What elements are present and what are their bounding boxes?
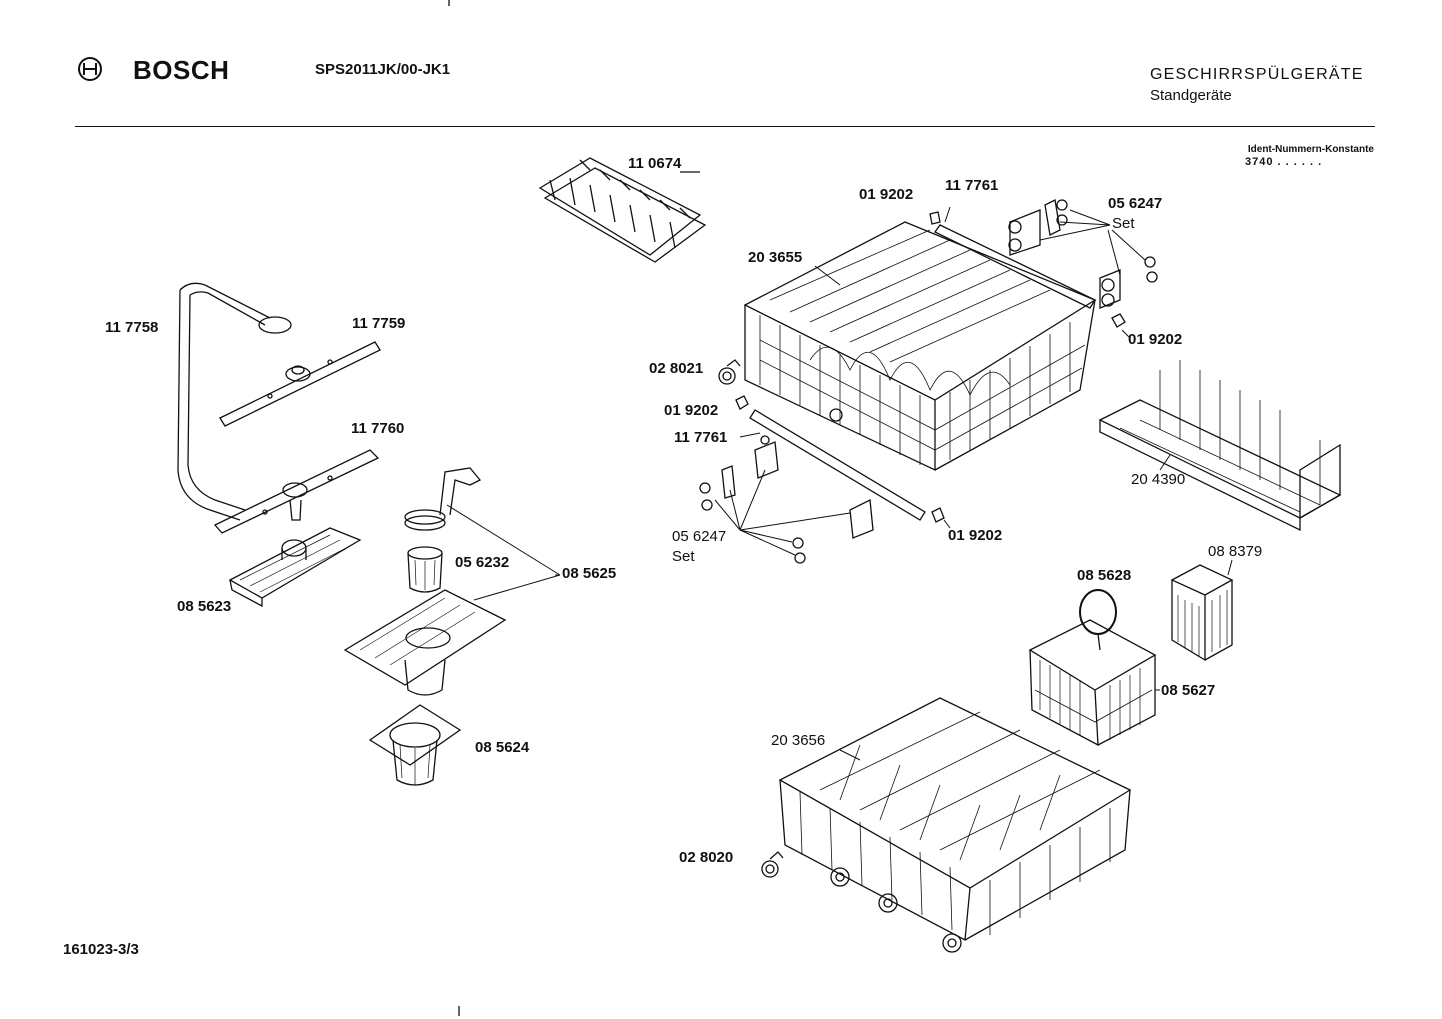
part-label-set-b: Set bbox=[672, 548, 695, 565]
part-label-028020: 02 8020 bbox=[679, 849, 734, 866]
part-label-117759: 11 7759 bbox=[352, 315, 406, 332]
ident-value: 3740 . . . . . . bbox=[1245, 156, 1323, 168]
category-subtitle: Standgeräte bbox=[1150, 87, 1232, 104]
model-number: SPS2011JK/00-JK1 bbox=[315, 61, 451, 78]
basket-rail-drawing-bottom bbox=[749, 409, 926, 521]
part-label-088379: 08 8379 bbox=[1208, 543, 1263, 560]
part-label-204390: 20 4390 bbox=[1131, 471, 1186, 488]
part-label-set-a: Set bbox=[1112, 215, 1135, 232]
basket-rail-drawing-top bbox=[929, 206, 1096, 309]
roller-drawing-top bbox=[718, 359, 741, 385]
roller-drawing-bottom bbox=[761, 851, 784, 878]
part-label-019202-b: 01 9202 bbox=[1128, 331, 1183, 348]
part-label-085624: 08 5624 bbox=[475, 739, 530, 756]
part-label-056232: 05 6232 bbox=[455, 554, 510, 571]
small-cutlery-basket-drawing bbox=[1170, 559, 1234, 662]
cutlery-basket-drawing bbox=[1028, 589, 1160, 747]
upper-spray-arm-drawing bbox=[219, 341, 381, 427]
cup-shelf-drawing bbox=[538, 157, 707, 263]
part-label-028021: 02 8021 bbox=[649, 360, 704, 377]
part-label-056247-b: 05 6247 bbox=[672, 528, 727, 545]
roller-set-drawing-bottom bbox=[699, 435, 874, 564]
bosch-armature-icon bbox=[78, 57, 102, 81]
part-label-117758: 11 7758 bbox=[105, 319, 159, 336]
plate-rack-drawing bbox=[1098, 360, 1342, 532]
category-title: GESCHIRRSPÜLGERÄTE bbox=[1150, 66, 1364, 83]
part-label-110674: 11 0674 bbox=[628, 155, 682, 172]
brand-name: BOSCH bbox=[133, 55, 230, 85]
spray-arm-base-drawing bbox=[228, 527, 362, 608]
fine-filter-drawing bbox=[368, 704, 462, 786]
clip-drawings bbox=[735, 313, 1126, 523]
part-label-085627: 08 5627 bbox=[1161, 682, 1216, 699]
part-label-117761-a: 11 7761 bbox=[945, 177, 999, 194]
part-label-117760: 11 7760 bbox=[351, 420, 405, 437]
spray-pipe-drawing bbox=[177, 282, 292, 521]
part-label-019202-a: 01 9202 bbox=[859, 186, 914, 203]
part-label-019202-d: 01 9202 bbox=[948, 527, 1003, 544]
lower-spray-arm-drawing bbox=[213, 449, 380, 534]
ident-label: Ident-Nummern-Konstante bbox=[1247, 144, 1374, 155]
part-label-019202-c: 01 9202 bbox=[664, 402, 719, 419]
part-label-117761-b: 11 7761 bbox=[674, 429, 728, 446]
part-label-203655: 20 3655 bbox=[748, 249, 803, 266]
lower-basket-drawing bbox=[778, 697, 1132, 953]
roller-set-drawing-top bbox=[1008, 199, 1158, 309]
filter-assembly-drawing bbox=[343, 467, 507, 696]
part-label-085625: 08 5625 bbox=[562, 565, 617, 582]
part-label-056247-a: 05 6247 bbox=[1108, 195, 1163, 212]
part-label-085628: 08 5628 bbox=[1077, 567, 1132, 584]
sheet-number: 161023-3/3 bbox=[63, 941, 139, 958]
header-divider bbox=[75, 126, 1375, 127]
part-label-085623: 08 5623 bbox=[177, 598, 232, 615]
part-label-203656: 20 3656 bbox=[771, 732, 826, 749]
